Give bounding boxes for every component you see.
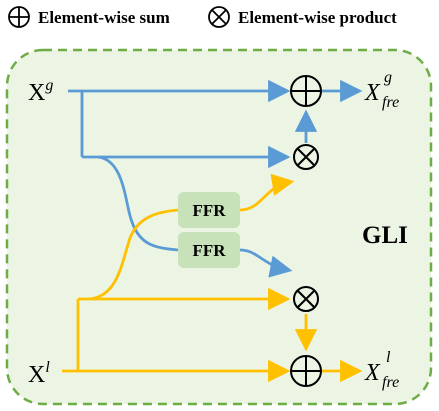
svg-text:g: g — [384, 69, 392, 86]
svg-text:X: X — [364, 360, 381, 386]
sum-top-icon — [290, 75, 322, 107]
legend: Element-wise sum Element-wise product — [8, 6, 397, 28]
local-branch — [62, 173, 363, 383]
product-bottom-icon — [293, 286, 319, 312]
ffr-top-label: FFR — [192, 201, 226, 220]
output-local-label: X l fre — [364, 349, 399, 391]
legend-sum-label: Element-wise sum — [38, 8, 170, 27]
gli-title: GLI — [362, 222, 408, 249]
legend-product-label: Element-wise product — [238, 8, 397, 27]
legend-product-icon — [208, 6, 230, 28]
global-branch — [68, 79, 363, 278]
output-global-label: X g fre — [364, 69, 399, 111]
legend-sum-icon — [8, 6, 30, 28]
global-to-ffr-curve — [97, 155, 179, 252]
ffr-block-top: FFR — [178, 192, 240, 228]
input-global-label: Xg — [28, 77, 53, 106]
svg-text:fre: fre — [382, 94, 399, 111]
input-local-label: Xl — [28, 359, 50, 388]
ffr-block-bottom: FFR — [178, 232, 240, 268]
svg-text:X: X — [364, 80, 381, 106]
ffr-bottom-to-product-arrow — [239, 248, 293, 278]
product-top-icon — [293, 144, 319, 170]
svg-text:l: l — [386, 349, 391, 366]
ffr-bottom-label: FFR — [192, 241, 226, 260]
local-to-ffr-curve — [89, 208, 179, 301]
ffr-top-to-product-arrow — [239, 173, 295, 212]
svg-text:fre: fre — [382, 374, 399, 391]
sum-bottom-icon — [290, 355, 322, 387]
